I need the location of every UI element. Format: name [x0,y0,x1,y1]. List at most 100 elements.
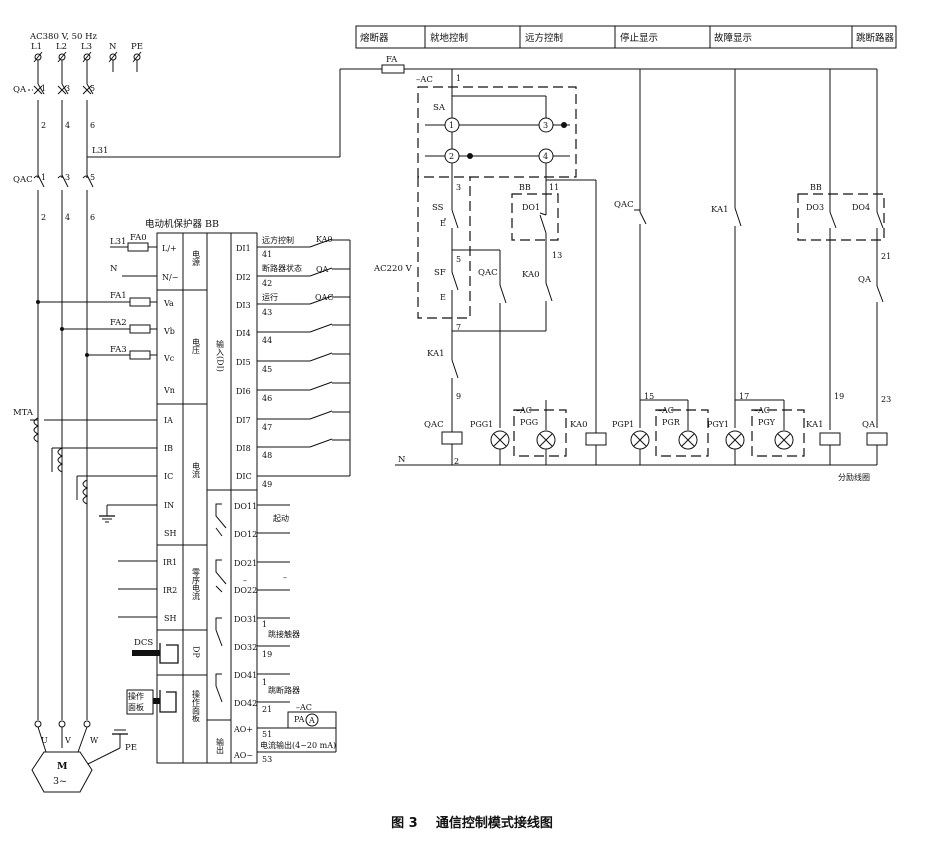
qa-breaker-icon [28,83,94,95]
header-local: 就地控制 [430,32,468,44]
terminal-ib: IB [164,444,173,453]
power-circuit: AC380 V, 50 Hz L1 L2 L3 N PE QA 1 3 5 2 … [13,32,340,793]
do-n19: 19 [262,650,272,659]
supply-rating: AC380 V, 50 Hz [29,32,98,42]
wiring-diagram: AC380 V, 50 Hz L1 L2 L3 N PE QA 1 3 5 2 … [13,25,897,793]
qac-label: QAC [13,175,33,185]
motor-icon [31,751,93,793]
ka1-fault-icon [734,207,742,428]
terminal-do12: DO12 [234,530,257,539]
header-trip: 跳断路器 [856,32,895,44]
terminal-di1: DI1 [236,244,251,253]
phase-l2-label: L2 [56,42,67,52]
panel-label-1: 操作 [128,691,144,701]
qa-label: QA [13,85,27,95]
node-2: 2 [454,457,459,466]
panel-connector-icon [159,690,177,713]
ammeter-icon [305,713,319,727]
di-n47: 47 [262,423,272,432]
terminal-ic: IC [164,472,173,481]
terminal-w: W [90,736,99,745]
svg-text:E: E [440,293,446,302]
ka1-fault-label: KA1 [711,205,729,215]
terminal-do32: DO32 [234,643,257,652]
pgy-ac-label: –AC [754,406,770,415]
di-run-label: 运行 [262,292,278,302]
terminal-do41: DO41 [234,671,257,680]
qac-wire-6: 6 [90,213,95,222]
phase-l1-label: L1 [31,42,42,52]
section-current: 电流 [192,461,201,479]
node-17: 17 [739,392,749,401]
pgg-lamp-icon [536,430,556,450]
terminal-di6: DI6 [236,387,251,396]
ka0-hold-label: KA0 [522,270,540,280]
node-9: 9 [456,392,461,401]
ka1-contact-label: KA1 [427,349,445,359]
di-n42: 42 [262,279,272,288]
di-n46: 46 [262,394,272,403]
pgp1-label: PGP1 [612,420,634,429]
qa-wire-6: 6 [90,121,95,130]
terminal-dic: DIC [236,472,252,481]
qa-wire-1: 1 [41,84,46,93]
qa-wire-5: 5 [90,84,95,93]
terminal-di5: DI5 [236,358,251,367]
do2-dash: – [283,573,287,582]
di-breaker-label: 断路器状态 [262,263,302,273]
l31-label: L31 [92,146,108,156]
qac-wire-5: 5 [90,173,95,182]
qa-wire-4: 4 [65,121,70,130]
motor-phases: 3~ [53,776,67,787]
do-start-label: 起动 [273,513,289,523]
motor-label: M [57,761,68,772]
terminal-di2: DI2 [236,273,251,282]
section-voltage: 电压 [192,337,201,355]
di-n45: 45 [262,365,272,374]
header-fault: 故障显示 [714,32,752,44]
di-contacts-icon [309,238,350,448]
fa2-fuse-icon [129,324,151,334]
qac-nc-icon [634,209,647,428]
node-3: 3 [456,183,461,192]
qac-wire-2: 2 [41,213,46,222]
qac-contactor-icon [33,174,94,188]
pgr-label: PGR [662,418,681,427]
terminal-sh: SH [164,529,176,538]
pgp1-lamp-icon [630,430,650,450]
svg-text:A: A [308,716,315,725]
terminal-sh2: SH [164,614,176,623]
qa-wire-3: 3 [65,84,70,93]
qac-wire-4: 4 [65,213,70,222]
terminal-l-plus: L/+ [162,244,177,253]
node-1: 1 [456,74,461,83]
terminal-ao-plus: AO+ [233,725,253,734]
do-contactor-trip-label: 跳接触器 [268,629,300,639]
control-header-table [355,25,897,49]
terminal-v: V [64,736,71,745]
node-13: 13 [552,251,562,260]
fa-fuse-icon [381,64,405,74]
terminal-do42: DO42 [234,699,257,708]
pa-label: PA [294,715,305,724]
pgy-lamp-icon [774,430,794,450]
node-23: 23 [881,395,891,404]
di-n49: 49 [262,480,272,489]
di-wiring: 远方控制 断路器状态 运行 KA0 QA QAC 41 42 43 44 45 … [257,235,351,489]
fa1-label: FA1 [110,291,127,301]
pgy1-label: PGY1 [707,420,729,429]
ka0-coil-icon [585,432,607,446]
section-zero-seq: 零序电流 [192,568,201,601]
pe-label: PE [125,743,137,753]
figure-number: 图 3 [391,816,418,831]
pgg1-lamp-icon [490,430,510,450]
node-15: 15 [644,392,654,401]
pgg-enclosure [513,409,567,457]
do-n21: 21 [262,705,272,714]
pgg-ac-label: –AC [516,406,532,415]
do-n53: 53 [262,755,272,764]
pgg-label: PGG [520,418,538,427]
ka1-coil-label: KA1 [806,420,824,430]
di-remote-label: 远方控制 [262,235,294,245]
